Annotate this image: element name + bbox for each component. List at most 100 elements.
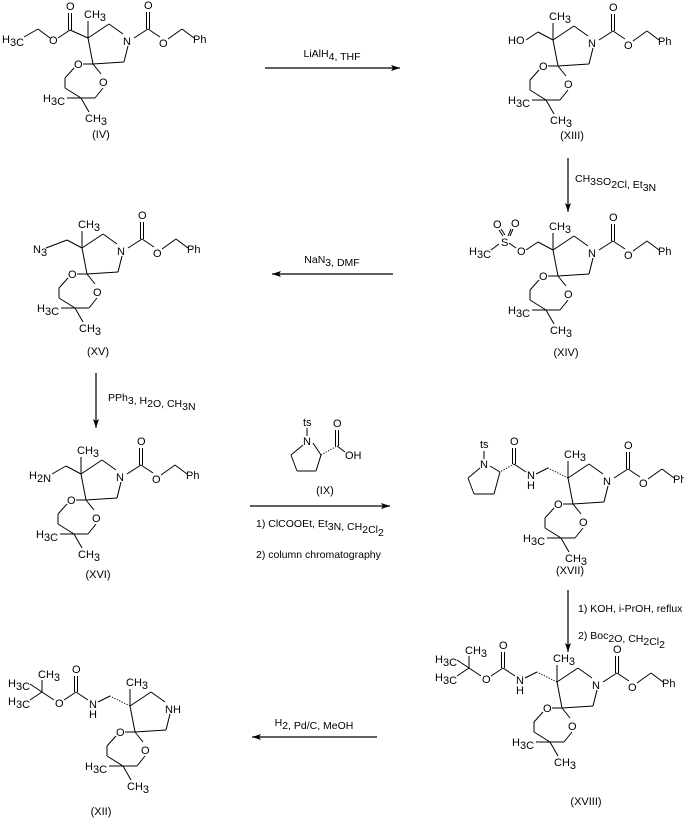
text-run: C [537,536,545,548]
text-run: ) Boc [584,630,609,642]
bond [80,97,90,113]
text-run: O [93,287,102,299]
bond [572,503,582,515]
bond [537,31,554,41]
text-run: CH [550,115,566,127]
bond [109,695,131,707]
bond [529,89,547,101]
subscript: 3 [94,552,100,564]
sulfur-label: S [501,237,508,249]
bond [94,87,104,99]
bond [133,28,149,39]
text-run: O [609,2,618,14]
bond [161,238,177,250]
subscript: 3 [570,760,576,772]
carbonyl-oxygen: O [613,644,622,656]
text-run: N [527,470,535,482]
text-run: HO [508,35,525,47]
subscript: 3 [16,681,22,693]
nitrogen-label: N [592,680,600,692]
text-run: C [22,699,30,711]
text-run: N [649,182,657,194]
text-run: H [508,95,516,107]
subscript: 3 [477,249,483,261]
bond [86,273,96,285]
text-run: CH [465,645,481,657]
text-run: OH [345,450,362,462]
ester-oxygen: O [639,478,648,490]
nitrogen-label: N [117,246,125,258]
bond [632,240,648,252]
amide-hydrogen: H [89,709,97,721]
methyl-label: H3C [2,34,24,49]
subscript: 3 [95,326,101,338]
bond [557,273,590,277]
nh-label: NH [165,704,181,716]
nitrogen-label: N [303,436,311,448]
bond [557,275,567,287]
hydroxyl-label: OH [345,450,362,462]
methyl-label: H3C [43,93,65,108]
bond [573,25,589,37]
subscript: 3 [44,532,50,544]
bond [559,299,569,311]
bond [592,689,598,707]
dioxane-oxygen: O [568,721,577,733]
bond [87,523,97,535]
bond [650,672,664,683]
subscript: 3 [565,224,571,236]
subscript: 2 [611,179,617,191]
methyl-label: CH3 [553,653,575,668]
dioxane-oxygen: O [564,289,573,301]
text-run: N [516,675,524,687]
text-run: O [333,418,342,430]
bond [525,31,539,41]
text-run: O [72,664,81,676]
bond [134,729,167,733]
methyl-label: CH3 [79,323,101,338]
text-run: O [153,248,162,260]
subscript: 2 [378,527,384,539]
dioxane-oxygen: O [92,513,101,525]
bond [150,691,166,703]
bond [467,477,475,495]
bond [507,228,512,237]
amide-nitrogen: N [516,675,524,687]
dioxane-oxygen: O [539,61,548,73]
arrow-head [565,643,571,652]
text-run: , DMF [331,257,360,269]
text-run: ts [303,417,312,429]
bond [547,467,569,479]
text-run: H [37,303,45,315]
ester-oxygen: O [624,250,633,262]
compound-label: (XV) [87,346,109,358]
bond [160,464,176,476]
bond [29,683,43,693]
bond [175,238,189,249]
compound-label: (IX) [316,485,334,497]
methyl-label: CH3 [126,677,148,692]
subscript: 2 [256,549,262,561]
text-run: Ph [658,36,671,48]
text-run: NH [165,704,181,716]
text-run: Ph [187,244,200,256]
text-run: Cl, Et [617,179,643,191]
bond [499,463,515,473]
sulfonyl-oxygen: O [493,219,502,231]
bond [661,468,675,479]
text-run: O [579,517,588,529]
subscript: 3 [531,536,537,548]
subscript: 3 [328,521,334,533]
text-run: C [57,96,65,108]
methyl-label: H3C [8,678,30,693]
arrow-head [272,271,281,277]
text-run: H [523,533,531,545]
subscript: 2 [578,630,584,642]
text-run: H [508,305,516,317]
arrow-r7: H2, Pd/C, MeOH [252,717,377,740]
bond [106,755,124,767]
bond [320,445,338,456]
text-run: H [8,678,16,690]
